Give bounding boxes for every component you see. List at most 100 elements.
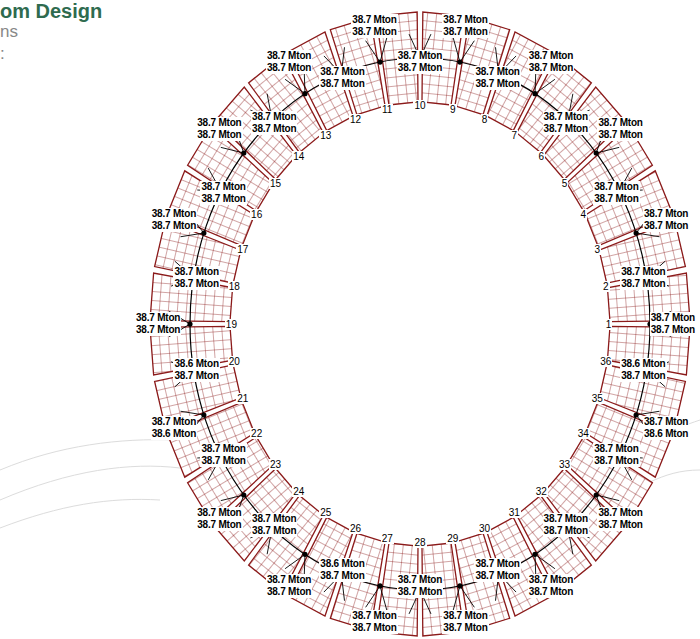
force-label: 38.7 Mton [397,586,443,598]
force-label: 38.6 Mton [173,358,219,370]
force-label: 38.7 Mton [251,525,297,537]
node-number: 32 [535,486,548,497]
joint-dot [634,230,639,235]
node-number: 25 [319,507,332,518]
force-label: 38.7 Mton [351,622,397,634]
node-number: 14 [292,151,305,162]
node-number: 23 [269,459,282,470]
joint-dot [457,59,462,64]
force-label: 38.7 Mton [151,220,197,232]
force-label: 38.7 Mton [151,208,197,220]
force-label: 38.7 Mton [597,117,643,129]
joint-dot [201,412,206,417]
force-line [453,36,475,62]
force-label: 38.7 Mton [319,78,365,90]
force-label: 38.7 Mton [173,266,219,278]
node-number: 1 [605,319,613,330]
force-label: 38.7 Mton [351,610,397,622]
force-label: 38.7 Mton [620,278,666,290]
force-label: 38.6 Mton [151,428,197,440]
force-label: 38.7 Mton [528,62,574,74]
force-label: 38.7 Mton [474,558,520,570]
node-number: 26 [349,523,362,534]
node-number: 19 [225,319,238,330]
node-number: 13 [319,130,332,141]
force-label: 38.7 Mton [397,574,443,586]
force-label: 38.7 Mton [474,78,520,90]
node-number: 24 [292,486,305,497]
node-number: 8 [481,114,489,125]
node-number: 29 [446,533,459,544]
force-label: 38.7 Mton [593,181,639,193]
force-label: 38.7 Mton [319,570,365,582]
force-label: 38.7 Mton [597,129,643,141]
force-label: 38.7 Mton [151,416,197,428]
force-label: 38.7 Mton [200,181,246,193]
force-label: 38.6 Mton [319,558,365,570]
joint-dot [594,492,599,497]
force-label: 38.7 Mton [643,416,689,428]
force-label: 38.7 Mton [266,586,312,598]
force-label: 38.7 Mton [597,519,643,531]
force-label: 38.7 Mton [650,324,696,336]
node-number: 16 [250,209,263,220]
joint-dot [187,321,192,326]
heading-fragment: ns [0,22,18,42]
force-label: 38.7 Mton [643,208,689,220]
node-number: 7 [511,130,519,141]
force-label: 38.7 Mton [593,455,639,467]
force-label: 38.7 Mton [266,62,312,74]
node-number: 4 [580,209,588,220]
force-label: 38.7 Mton [196,129,242,141]
node-number: 22 [250,428,263,439]
force-label: 38.7 Mton [266,50,312,62]
joint-dot [377,59,382,64]
ring-segment [249,496,324,593]
force-label: 38.7 Mton [200,193,246,205]
node-number: 10 [413,100,426,111]
force-label: 38.7 Mton [597,507,643,519]
node-number: 5 [561,178,569,189]
force-label: 38.7 Mton [251,513,297,525]
force-label: 38.7 Mton [474,66,520,78]
force-label: 38.7 Mton [528,574,574,586]
joint-dot [532,552,537,557]
ring-segment [567,437,653,522]
node-number: 12 [349,114,362,125]
joint-dot [201,230,206,235]
force-label: 38.7 Mton [173,278,219,290]
joint-dot [241,150,246,155]
node-number: 33 [558,459,571,470]
node-number: 11 [381,104,393,115]
node-number: 20 [228,356,241,367]
joint-dot [302,91,307,96]
force-label: 38.7 Mton [196,507,242,519]
centre-line [190,58,650,590]
force-label: 38.7 Mton [196,117,242,129]
force-label: 38.7 Mton [351,14,397,26]
node-number: 27 [381,533,394,544]
force-label: 38.7 Mton [251,123,297,135]
joint-dot [532,91,537,96]
joint-dot [594,150,599,155]
node-number: 31 [508,507,521,518]
force-label: 38.7 Mton [196,519,242,531]
force-label: 38.7 Mton [620,266,666,278]
background-swirl [0,440,175,470]
force-label: 38.7 Mton [650,312,696,324]
force-label: 38.7 Mton [397,50,443,62]
force-label: 38.7 Mton [319,66,365,78]
force-label: 38.7 Mton [173,370,219,382]
joint-dot [241,492,246,497]
force-label: 38.7 Mton [643,220,689,232]
node-number: 9 [449,104,457,115]
node-number: 15 [269,178,282,189]
force-line [453,586,475,612]
force-line [366,586,388,612]
node-number: 34 [577,428,590,439]
force-label: 38.7 Mton [397,62,443,74]
node-number: 30 [478,523,491,534]
force-label: 38.7 Mton [528,586,574,598]
force-label: 38.7 Mton [251,111,297,123]
